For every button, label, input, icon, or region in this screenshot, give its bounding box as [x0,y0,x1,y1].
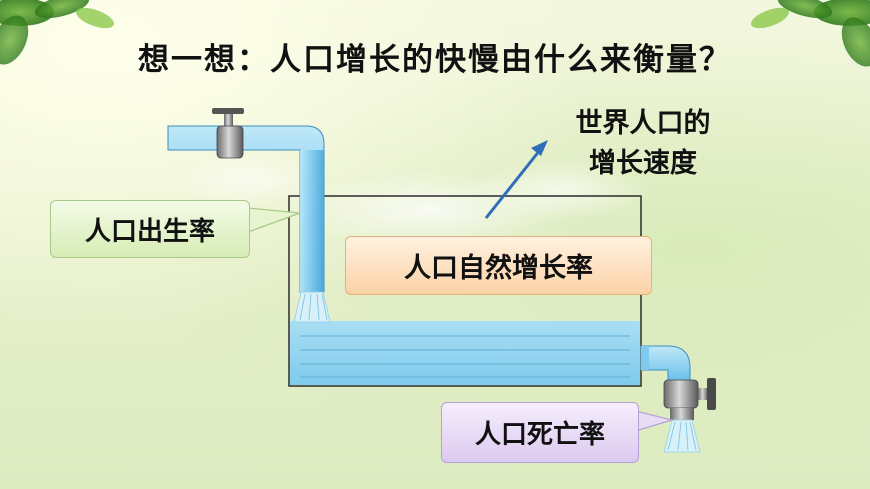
natural-growth-rate-label: 人口自然增长率 [345,236,652,295]
water [290,321,640,385]
world-growth-label: 世界人口的 增长速度 [548,104,738,184]
world-growth-line1: 世界人口的 [575,108,711,139]
leaf-decoration-right [751,0,870,67]
growth-arrow [484,149,542,219]
leaf-decoration-left [0,0,114,65]
valve-icon [663,378,716,420]
birth-rate-label: 人口出生率 [50,200,250,258]
world-growth-line2: 增长速度 [589,148,697,179]
death-rate-label: 人口死亡率 [441,402,639,463]
page-title: 想一想：人口增长的快慢由什么来衡量？ [138,42,732,78]
faucet-icon [212,108,244,159]
